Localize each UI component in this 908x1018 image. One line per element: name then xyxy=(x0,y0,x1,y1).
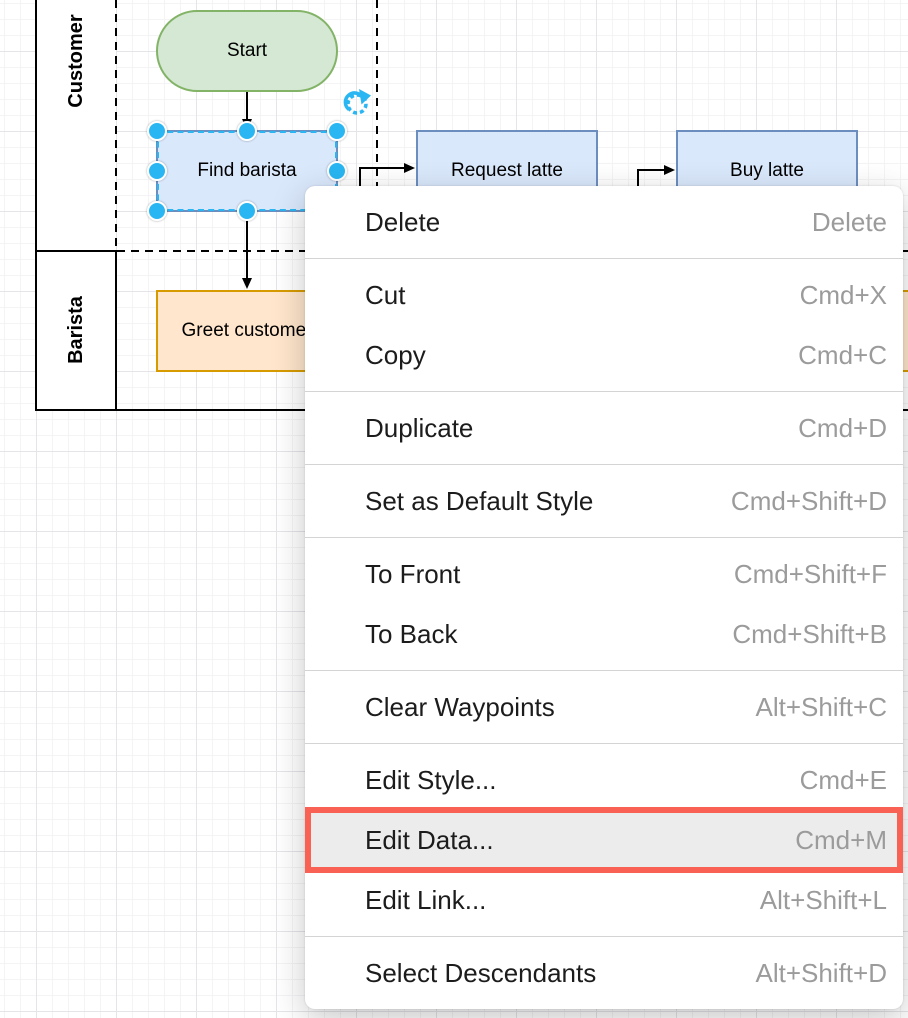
node-start-label: Start xyxy=(226,40,268,61)
handle-top-middle[interactable] xyxy=(237,121,257,141)
menu-separator xyxy=(305,670,903,671)
menu-item-label: Edit Link... xyxy=(365,884,487,915)
menu-item-shortcut: Cmd+X xyxy=(799,279,887,310)
rotate-icon[interactable] xyxy=(343,89,371,115)
menu-item-shortcut: Delete xyxy=(811,206,887,237)
menu-item-edit-data[interactable]: Edit Data... Cmd+M xyxy=(305,807,903,873)
menu-item-shortcut: Alt+Shift+L xyxy=(759,884,887,915)
handle-middle-left[interactable] xyxy=(147,161,167,181)
menu-item-edit-link[interactable]: Edit Link... Alt+Shift+L xyxy=(305,870,903,930)
menu-item-to-back[interactable]: To Back Cmd+Shift+B xyxy=(305,604,903,664)
menu-item-cut[interactable]: Cut Cmd+X xyxy=(305,265,903,325)
menu-item-label: Duplicate xyxy=(365,412,474,443)
handle-bottom-left[interactable] xyxy=(147,201,167,221)
menu-separator xyxy=(305,743,903,744)
menu-item-shortcut: Cmd+M xyxy=(795,824,887,855)
customer-lane-dashed-left xyxy=(115,0,117,252)
menu-separator xyxy=(305,258,903,259)
node-find-barista-label: Find barista xyxy=(197,160,297,181)
menu-item-label: To Back xyxy=(365,618,458,649)
menu-item-shortcut: Cmd+Shift+F xyxy=(733,558,887,589)
menu-separator xyxy=(305,391,903,392)
menu-item-label: Delete xyxy=(365,206,441,237)
node-greet-customer-label: Greet customer xyxy=(181,320,313,341)
node-start[interactable]: Start xyxy=(156,10,338,92)
menu-item-clear-waypoints[interactable]: Clear Waypoints Alt+Shift+C xyxy=(305,677,903,737)
menu-item-label: To Front xyxy=(365,558,461,589)
menu-item-shortcut: Cmd+Shift+D xyxy=(730,485,887,516)
menu-item-label: Set as Default Style xyxy=(365,485,594,516)
menu-item-shortcut: Cmd+D xyxy=(798,412,887,443)
lane-separator-label-segment xyxy=(35,250,117,252)
pool-left-border xyxy=(35,0,37,411)
menu-item-label: Edit Style... xyxy=(365,764,497,795)
menu-item-label: Select Descendants xyxy=(365,957,597,988)
menu-item-delete[interactable]: Delete Delete xyxy=(305,192,903,252)
menu-item-shortcut: Alt+Shift+C xyxy=(755,691,887,722)
node-request-latte-label: Request latte xyxy=(451,160,563,181)
menu-item-select-descendants[interactable]: Select Descendants Alt+Shift+D xyxy=(305,943,903,1003)
menu-item-edit-style[interactable]: Edit Style... Cmd+E xyxy=(305,750,903,810)
menu-separator xyxy=(305,936,903,937)
barista-label-divider xyxy=(115,250,117,411)
menu-item-shortcut: Alt+Shift+D xyxy=(755,957,887,988)
menu-item-label: Edit Data... xyxy=(365,824,494,855)
menu-item-shortcut: Cmd+C xyxy=(798,339,887,370)
menu-item-duplicate[interactable]: Duplicate Cmd+D xyxy=(305,398,903,458)
node-buy-latte-label: Buy latte xyxy=(730,160,804,181)
menu-item-label: Copy xyxy=(365,339,426,370)
menu-item-label: Clear Waypoints xyxy=(365,691,555,722)
menu-item-to-front[interactable]: To Front Cmd+Shift+F xyxy=(305,544,903,604)
dashed-phase-line xyxy=(376,0,378,188)
menu-item-set-as-default-style[interactable]: Set as Default Style Cmd+Shift+D xyxy=(305,471,903,531)
menu-item-label: Cut xyxy=(365,279,406,310)
swimlane-label-column xyxy=(36,0,116,411)
menu-item-copy[interactable]: Copy Cmd+C xyxy=(305,325,903,385)
handle-top-left[interactable] xyxy=(147,121,167,141)
edge-find-barista-to-greet-customer[interactable] xyxy=(242,212,252,289)
handle-middle-right[interactable] xyxy=(327,161,347,181)
menu-item-shortcut: Cmd+Shift+B xyxy=(732,618,887,649)
menu-item-shortcut: Cmd+E xyxy=(799,764,887,795)
handle-top-right[interactable] xyxy=(327,121,347,141)
handle-bottom-middle[interactable] xyxy=(237,201,257,221)
menu-separator xyxy=(305,464,903,465)
menu-separator xyxy=(305,537,903,538)
